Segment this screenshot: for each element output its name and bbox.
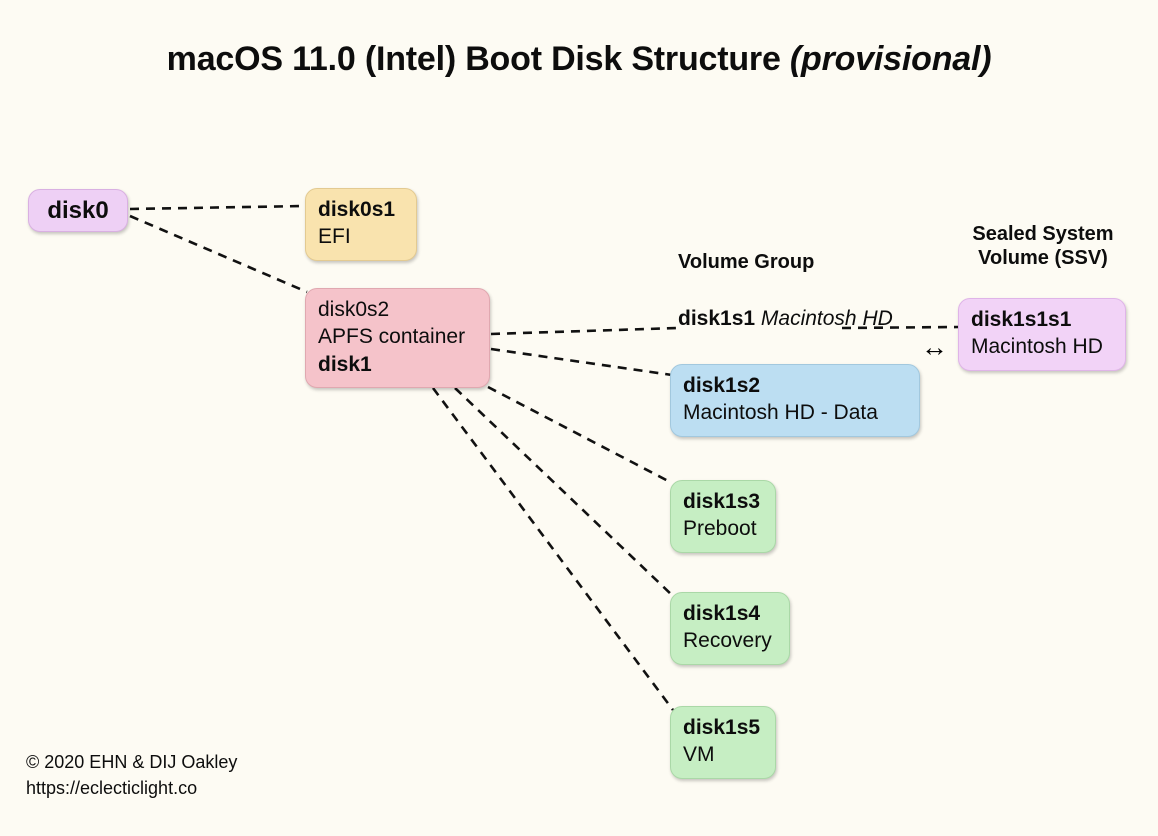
caption-ssv-line2: Volume (SSV) xyxy=(978,247,1108,270)
wire-container-to-disk1s2 xyxy=(490,347,673,377)
node-disk1s1-id: disk1s1 xyxy=(678,307,756,330)
wire-container-to-disk1s5 xyxy=(431,387,675,711)
node-disk1s3[interactable]: disk1s3 Preboot xyxy=(670,480,776,553)
node-disk1s1-name: Macintosh HD xyxy=(760,307,893,330)
node-disk1s2-id: disk1s2 xyxy=(683,374,761,397)
node-disk1s2-name: Macintosh HD - Data xyxy=(683,401,878,425)
node-disk1s4-id: disk1s4 xyxy=(683,602,761,625)
credit-copyright: © 2020 EHN & DIJ Oakley xyxy=(26,752,238,772)
node-disk1s3-name: Preboot xyxy=(683,517,757,541)
page-title: macOS 11.0 (Intel) Boot Disk Structure (… xyxy=(0,40,1158,79)
title-main: macOS 11.0 (Intel) Boot Disk Structure xyxy=(166,40,781,78)
title-qualifier: (provisional) xyxy=(789,40,992,78)
wire-disk0-to-disk0s2 xyxy=(129,214,308,294)
node-disk1s1s1-name: Macintosh HD xyxy=(971,335,1103,359)
credit-url: https://eclecticlight.co xyxy=(26,777,198,798)
node-disk1s3-id: disk1s3 xyxy=(683,490,761,513)
node-disk1s1s1[interactable]: disk1s1s1 Macintosh HD xyxy=(958,298,1126,371)
node-disk1s4[interactable]: disk1s4 Recovery xyxy=(670,592,790,665)
node-disk1s1[interactable]: disk1s1 Macintosh HD xyxy=(678,305,893,332)
node-disk0[interactable]: disk0 xyxy=(28,189,128,232)
wire-container-to-disk1s3 xyxy=(487,385,673,485)
wire-container-to-disk1s4 xyxy=(454,387,674,597)
node-disk0s1[interactable]: disk0s1 EFI xyxy=(305,188,417,261)
node-disk0s2-container-disk: disk1 xyxy=(318,352,372,376)
node-disk1s5-name: VM xyxy=(683,743,715,767)
credit-block: © 2020 EHN & DIJ Oakley https://eclectic… xyxy=(26,750,237,801)
caption-ssv-line1: Sealed System xyxy=(972,223,1114,245)
node-disk0-label: disk0 xyxy=(47,196,109,224)
node-disk1s5[interactable]: disk1s5 VM xyxy=(670,706,776,779)
wire-container-to-disk1s1 xyxy=(490,326,679,336)
node-disk1s5-id: disk1s5 xyxy=(683,716,761,739)
node-disk0s2-name: APFS container xyxy=(318,325,466,349)
node-disk0s1-id: disk0s1 xyxy=(318,198,396,221)
node-disk1s2[interactable]: disk1s2 Macintosh HD - Data xyxy=(670,364,920,437)
wire-disk0-to-disk0s1 xyxy=(129,204,306,211)
node-disk1s1s1-id: disk1s1s1 xyxy=(971,308,1072,331)
double-arrow-icon: ↔ xyxy=(921,332,948,362)
node-disk0s2-apfs-container[interactable]: disk0s2 APFS container disk1 xyxy=(305,288,490,388)
node-disk1s4-name: Recovery xyxy=(683,629,772,653)
node-disk0s1-name: EFI xyxy=(318,225,351,249)
caption-sealed-system-volume: Sealed System Volume (SSV) xyxy=(938,222,1148,271)
node-disk0s2-id: disk0s2 xyxy=(318,298,390,321)
caption-volume-group: Volume Group xyxy=(678,251,815,273)
